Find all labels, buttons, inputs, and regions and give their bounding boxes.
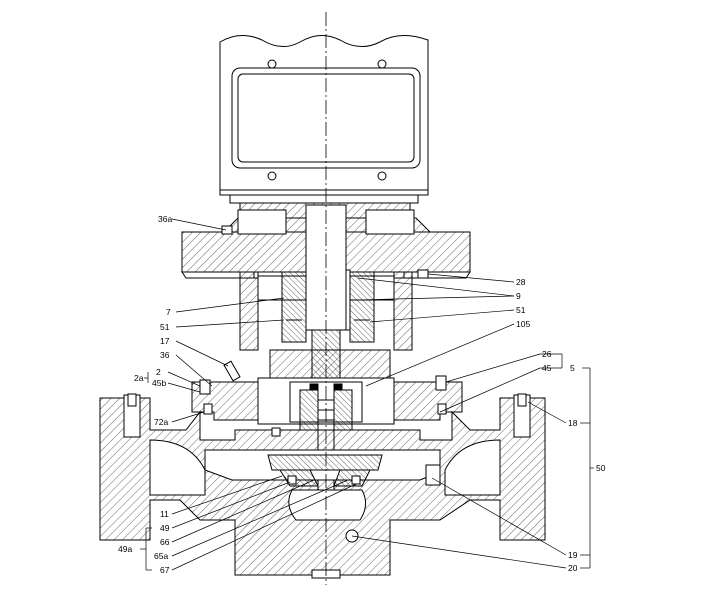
label-49a: 49a — [118, 544, 132, 554]
label-5: 5 — [570, 363, 575, 373]
label-9: 9 — [516, 291, 521, 301]
bolts — [199, 225, 447, 485]
label-51-right: 51 — [516, 305, 526, 315]
label-66: 66 — [160, 537, 170, 547]
label-19: 19 — [568, 550, 578, 560]
label-49: 49 — [160, 523, 170, 533]
label-7: 7 — [166, 307, 171, 317]
label-72a: 72a — [154, 417, 168, 427]
label-28: 28 — [516, 277, 526, 287]
pump-housing — [99, 349, 546, 579]
label-36a: 36a — [158, 214, 172, 224]
label-2a: 2a — [134, 373, 144, 383]
leader-lines — [140, 218, 594, 571]
label-26: 26 — [542, 349, 552, 359]
label-51-left: 51 — [160, 322, 170, 332]
motor — [219, 35, 429, 204]
label-50: 50 — [596, 463, 606, 473]
label-45b: 45b — [152, 378, 166, 388]
label-67: 67 — [160, 565, 170, 575]
label-36: 36 — [160, 350, 170, 360]
label-45: 45 — [542, 363, 552, 373]
label-18: 18 — [568, 418, 578, 428]
label-17: 17 — [160, 336, 170, 346]
label-20: 20 — [568, 563, 578, 573]
label-65a: 65a — [154, 551, 168, 561]
label-11: 11 — [160, 509, 169, 519]
label-105: 105 — [516, 319, 530, 329]
label-2: 2 — [156, 367, 161, 377]
